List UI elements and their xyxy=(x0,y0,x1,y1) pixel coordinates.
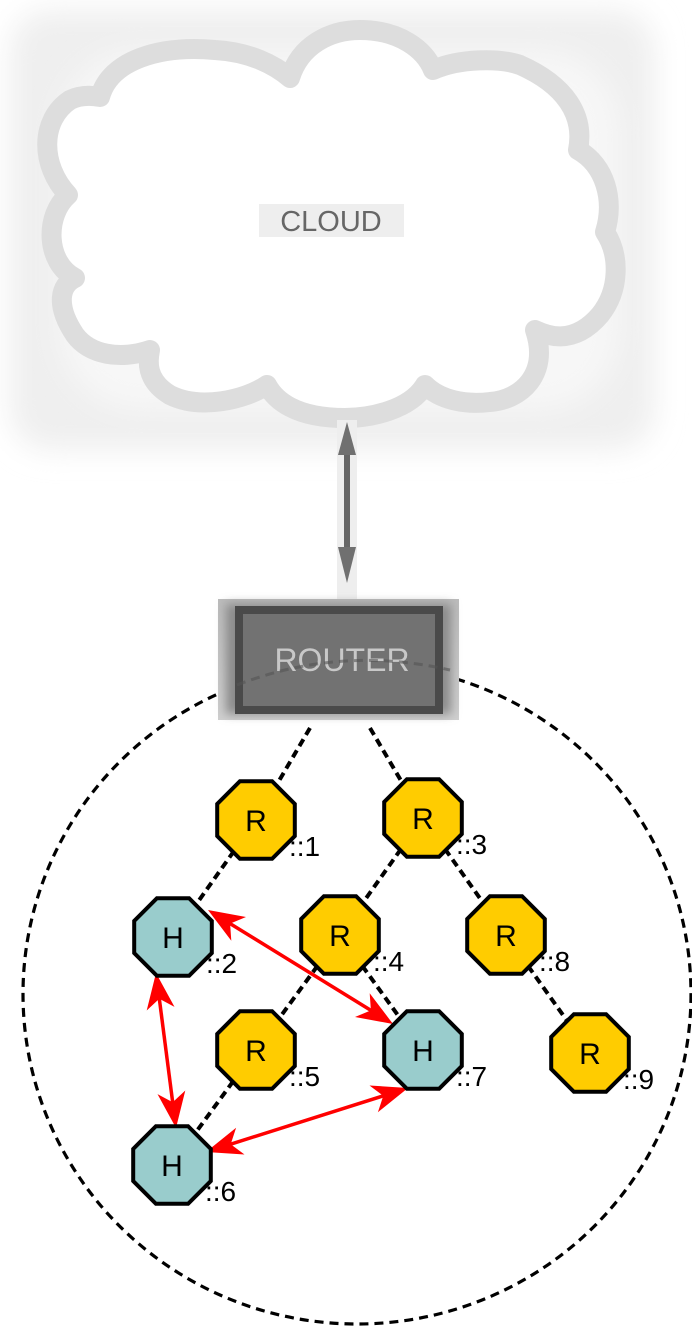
octagon-shape xyxy=(215,1009,297,1091)
nodes: R::1R::3H::2R::4R::8R::5H::7R::9H::6 xyxy=(131,777,654,1207)
router-node-n5[interactable]: R::5 xyxy=(215,1009,320,1092)
network-boundary xyxy=(21,662,692,1326)
uplink-arrowhead-down xyxy=(338,547,356,583)
node-address-label: ::8 xyxy=(539,946,570,977)
octagon-shape xyxy=(131,1124,213,1206)
uplink-arrowhead-up xyxy=(338,422,356,455)
node-type-label: R xyxy=(495,920,517,953)
node-type-label: R xyxy=(329,920,351,953)
host-link-n2-n7[interactable] xyxy=(208,910,393,1024)
node-address-label: ::3 xyxy=(456,829,487,860)
router-node-n1[interactable]: R::1 xyxy=(215,779,320,862)
arrowhead-to-n2 xyxy=(208,910,246,941)
tree-link-n4-n7 xyxy=(360,964,403,1021)
node-type-label: H xyxy=(412,1035,434,1068)
host-links xyxy=(146,910,408,1155)
router-node-n4[interactable]: R::4 xyxy=(299,894,404,977)
router-node-n9[interactable]: R::9 xyxy=(549,1012,654,1095)
node-type-label: H xyxy=(162,922,184,955)
host-link-n2-n6[interactable] xyxy=(146,973,186,1128)
octagon-shape xyxy=(215,779,297,861)
node-address-label: ::9 xyxy=(623,1064,654,1095)
tree-link-n3-n8 xyxy=(443,847,486,906)
octagon-shape xyxy=(382,1009,464,1091)
tree-link-n1-n2 xyxy=(193,849,236,908)
octagon-shape xyxy=(465,894,547,976)
boundary-over-router xyxy=(236,658,451,687)
node-type-label: R xyxy=(245,1035,267,1068)
cloud-label: CLOUD xyxy=(280,206,382,238)
tree-link-router-n3 xyxy=(368,726,406,787)
tree-link-router-n1 xyxy=(273,726,312,789)
octagon-shape xyxy=(382,777,464,859)
host-link-n6-n7[interactable] xyxy=(206,1085,408,1155)
router-node-n3[interactable]: R::3 xyxy=(382,777,487,860)
cloud[interactable]: CLOUD xyxy=(37,20,626,428)
arrowhead-to-n6 xyxy=(206,1127,245,1155)
tree-link-n3-n4 xyxy=(360,847,403,906)
node-type-label: R xyxy=(245,805,267,838)
arrowhead-to-n6 xyxy=(157,1090,186,1128)
node-address-label: ::7 xyxy=(456,1061,487,1092)
node-type-label: R xyxy=(412,803,434,836)
uplink-arrow[interactable] xyxy=(337,420,357,600)
host-node-n2[interactable]: H::2 xyxy=(132,896,237,979)
node-type-label: H xyxy=(161,1150,183,1183)
host-node-n6[interactable]: H::6 xyxy=(131,1124,236,1207)
arrowhead-to-n7 xyxy=(355,993,393,1024)
octagon-shape xyxy=(299,894,381,976)
octagon-shape xyxy=(132,896,214,978)
router[interactable]: ROUTER xyxy=(218,599,459,720)
arrowhead-to-n7 xyxy=(369,1085,408,1113)
host-link-shaft xyxy=(224,919,377,1015)
node-type-label: R xyxy=(579,1038,601,1071)
octagon-shape xyxy=(549,1012,631,1094)
node-address-label: ::5 xyxy=(289,1061,320,1092)
arrowhead-to-n2 xyxy=(146,973,175,1011)
router-node-n8[interactable]: R::8 xyxy=(465,894,570,977)
node-address-label: ::6 xyxy=(205,1176,236,1207)
cloud-label-bg xyxy=(259,204,404,237)
host-link-shaft xyxy=(224,1092,390,1148)
tree-link-n8-n9 xyxy=(526,964,570,1024)
host-link-shaft xyxy=(156,992,176,1109)
node-address-label: ::1 xyxy=(289,831,320,862)
node-address-label: ::4 xyxy=(373,946,404,977)
host-node-n7[interactable]: H::7 xyxy=(382,1009,487,1092)
node-address-label: ::2 xyxy=(206,948,237,979)
